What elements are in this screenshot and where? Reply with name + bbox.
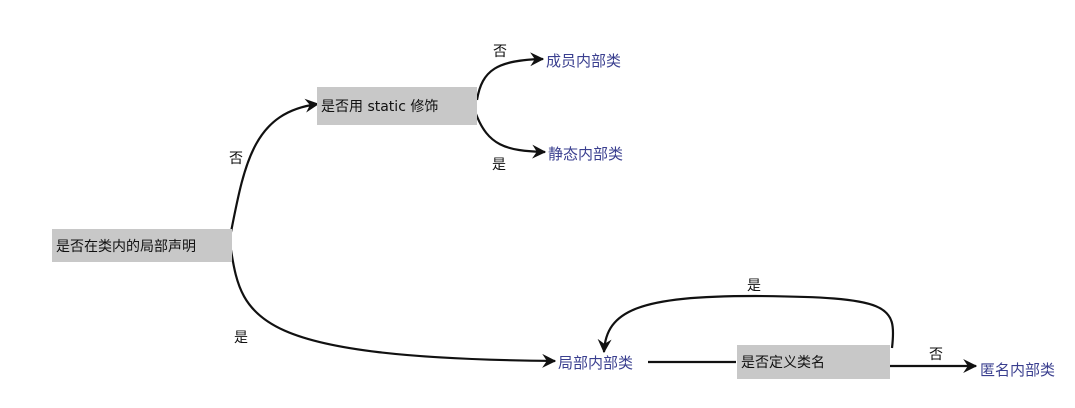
node-defines-class-name: 是否定义类名 <box>737 345 890 379</box>
edge-local-no <box>229 98 320 233</box>
leaf-anonymous-inner-class: 匿名内部类 <box>980 361 1056 379</box>
edge-label-local-no: 否 <box>229 151 243 167</box>
edge-static-no <box>475 52 545 101</box>
leaf-local-inner-class: 局部内部类 <box>558 354 634 372</box>
edge-label-static-no: 否 <box>493 44 507 60</box>
node-local-declaration-label: 是否在类内的局部声明 <box>56 238 196 255</box>
edge-label-static-yes: 是 <box>492 157 506 173</box>
leaf-static-inner-class: 静态内部类 <box>548 145 624 163</box>
edge-static-yes <box>474 113 547 159</box>
edge-label-named-yes: 是 <box>747 278 761 294</box>
node-local-declaration: 是否在类内的局部声明 <box>52 229 232 262</box>
node-defines-class-name-label: 是否定义类名 <box>741 355 825 371</box>
node-static-modifier-label: 是否用 static 修饰 <box>321 99 439 115</box>
node-static-modifier: 是否用 static 修饰 <box>317 87 477 125</box>
edge-label-named-no: 否 <box>929 347 943 363</box>
edge-label-local-yes: 是 <box>234 330 248 346</box>
edge-local-yes <box>229 249 557 368</box>
edge-named-yes <box>597 294 895 354</box>
leaf-member-inner-class: 成员内部类 <box>546 52 622 70</box>
